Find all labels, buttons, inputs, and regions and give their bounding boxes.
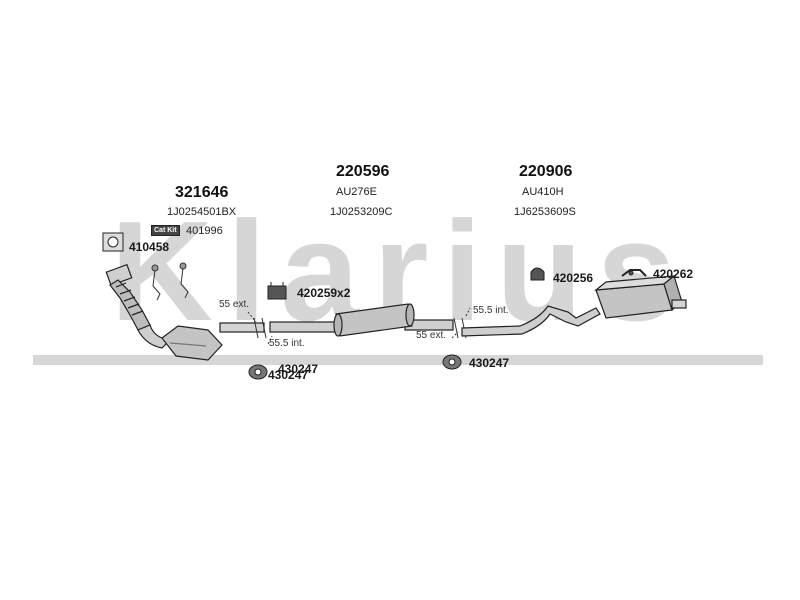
- joint-right-a: [453, 317, 459, 339]
- sensor-wire-right: [180, 267, 189, 299]
- joint-left-b: [261, 317, 267, 339]
- group-1-part-number: 321646: [175, 184, 229, 201]
- resonator-end-right: [405, 303, 415, 327]
- centre-pipe-resonator[interactable]: [269, 303, 454, 337]
- group-3-part-number: 220906: [519, 163, 573, 180]
- rubber-mount-left-hole-icon: [254, 368, 262, 376]
- left-int-dimension: 55.5 int.: [269, 338, 305, 349]
- group-2-ref-code-2: 1J0253209C: [330, 206, 393, 218]
- right-int-dimension: 55.5 int.: [473, 305, 509, 316]
- hanger-clamp-icon: [530, 267, 545, 281]
- right-ext-dimension: 55 ext.: [416, 330, 447, 341]
- hanger-clamp-part-number: 420256: [553, 271, 594, 285]
- bracket-icon: [621, 269, 647, 277]
- cat-kit-badge: Cat Kit: [151, 225, 180, 236]
- rubber-mount-right-part-number: 430247: [469, 356, 510, 370]
- sensor-head-right: [179, 262, 187, 270]
- group-3-ref-code-2: 1J6253609S: [514, 206, 576, 218]
- cat-kit-number: 401996: [186, 225, 223, 237]
- catalyst-highlight: [169, 342, 207, 347]
- centre-pipe-front: [269, 321, 343, 333]
- sensor-connectors: [151, 262, 189, 301]
- sensor-head-left: [151, 264, 159, 272]
- group-1-ref-code: 1J0254501BX: [167, 206, 237, 218]
- leader-left-int: [267, 335, 273, 345]
- clamp-part-number: 420259x2: [297, 286, 351, 300]
- sensor-wire-left: [152, 269, 161, 301]
- rear-pipe: [461, 305, 601, 337]
- clamp-bolt-icon: [270, 282, 284, 286]
- silencer-tailpipe: [671, 299, 687, 309]
- resonator-end-left: [333, 313, 343, 337]
- joint-left-a: [253, 317, 259, 339]
- downpipe-flange: [105, 263, 133, 287]
- leader-right-int: [465, 307, 471, 317]
- group-3-ref-code-1: AU410H: [522, 186, 564, 198]
- clamp-icon: [267, 285, 287, 300]
- front-tailpipe: [219, 322, 265, 333]
- small-part-icons: [102, 232, 647, 380]
- rubber-mount-left-part-number-b: 430247: [268, 368, 309, 382]
- left-ext-dimension: 55 ext.: [219, 299, 250, 310]
- gasket-hole-icon: [107, 236, 119, 248]
- bracket-rivet-icon: [628, 270, 634, 276]
- rubber-mount-left-part-number-a: 430247: [278, 362, 319, 376]
- group-2-ref-code-1: AU276E: [336, 186, 377, 198]
- front-pipe-catalyst[interactable]: [105, 263, 265, 361]
- rubber-mount-right-hole-icon: [448, 358, 456, 366]
- joint-marks: [247, 307, 471, 345]
- watermark-underline: [33, 355, 763, 365]
- catalyst-body: [161, 325, 223, 361]
- bracket-part-number: 420262: [653, 267, 694, 281]
- leader-right-ext: [451, 331, 459, 339]
- flexi-ribs: [115, 282, 144, 316]
- rear-pipe-silencer[interactable]: [461, 274, 687, 337]
- gasket-part-number: 410458: [129, 240, 170, 254]
- group-2-part-number: 220596: [336, 163, 390, 180]
